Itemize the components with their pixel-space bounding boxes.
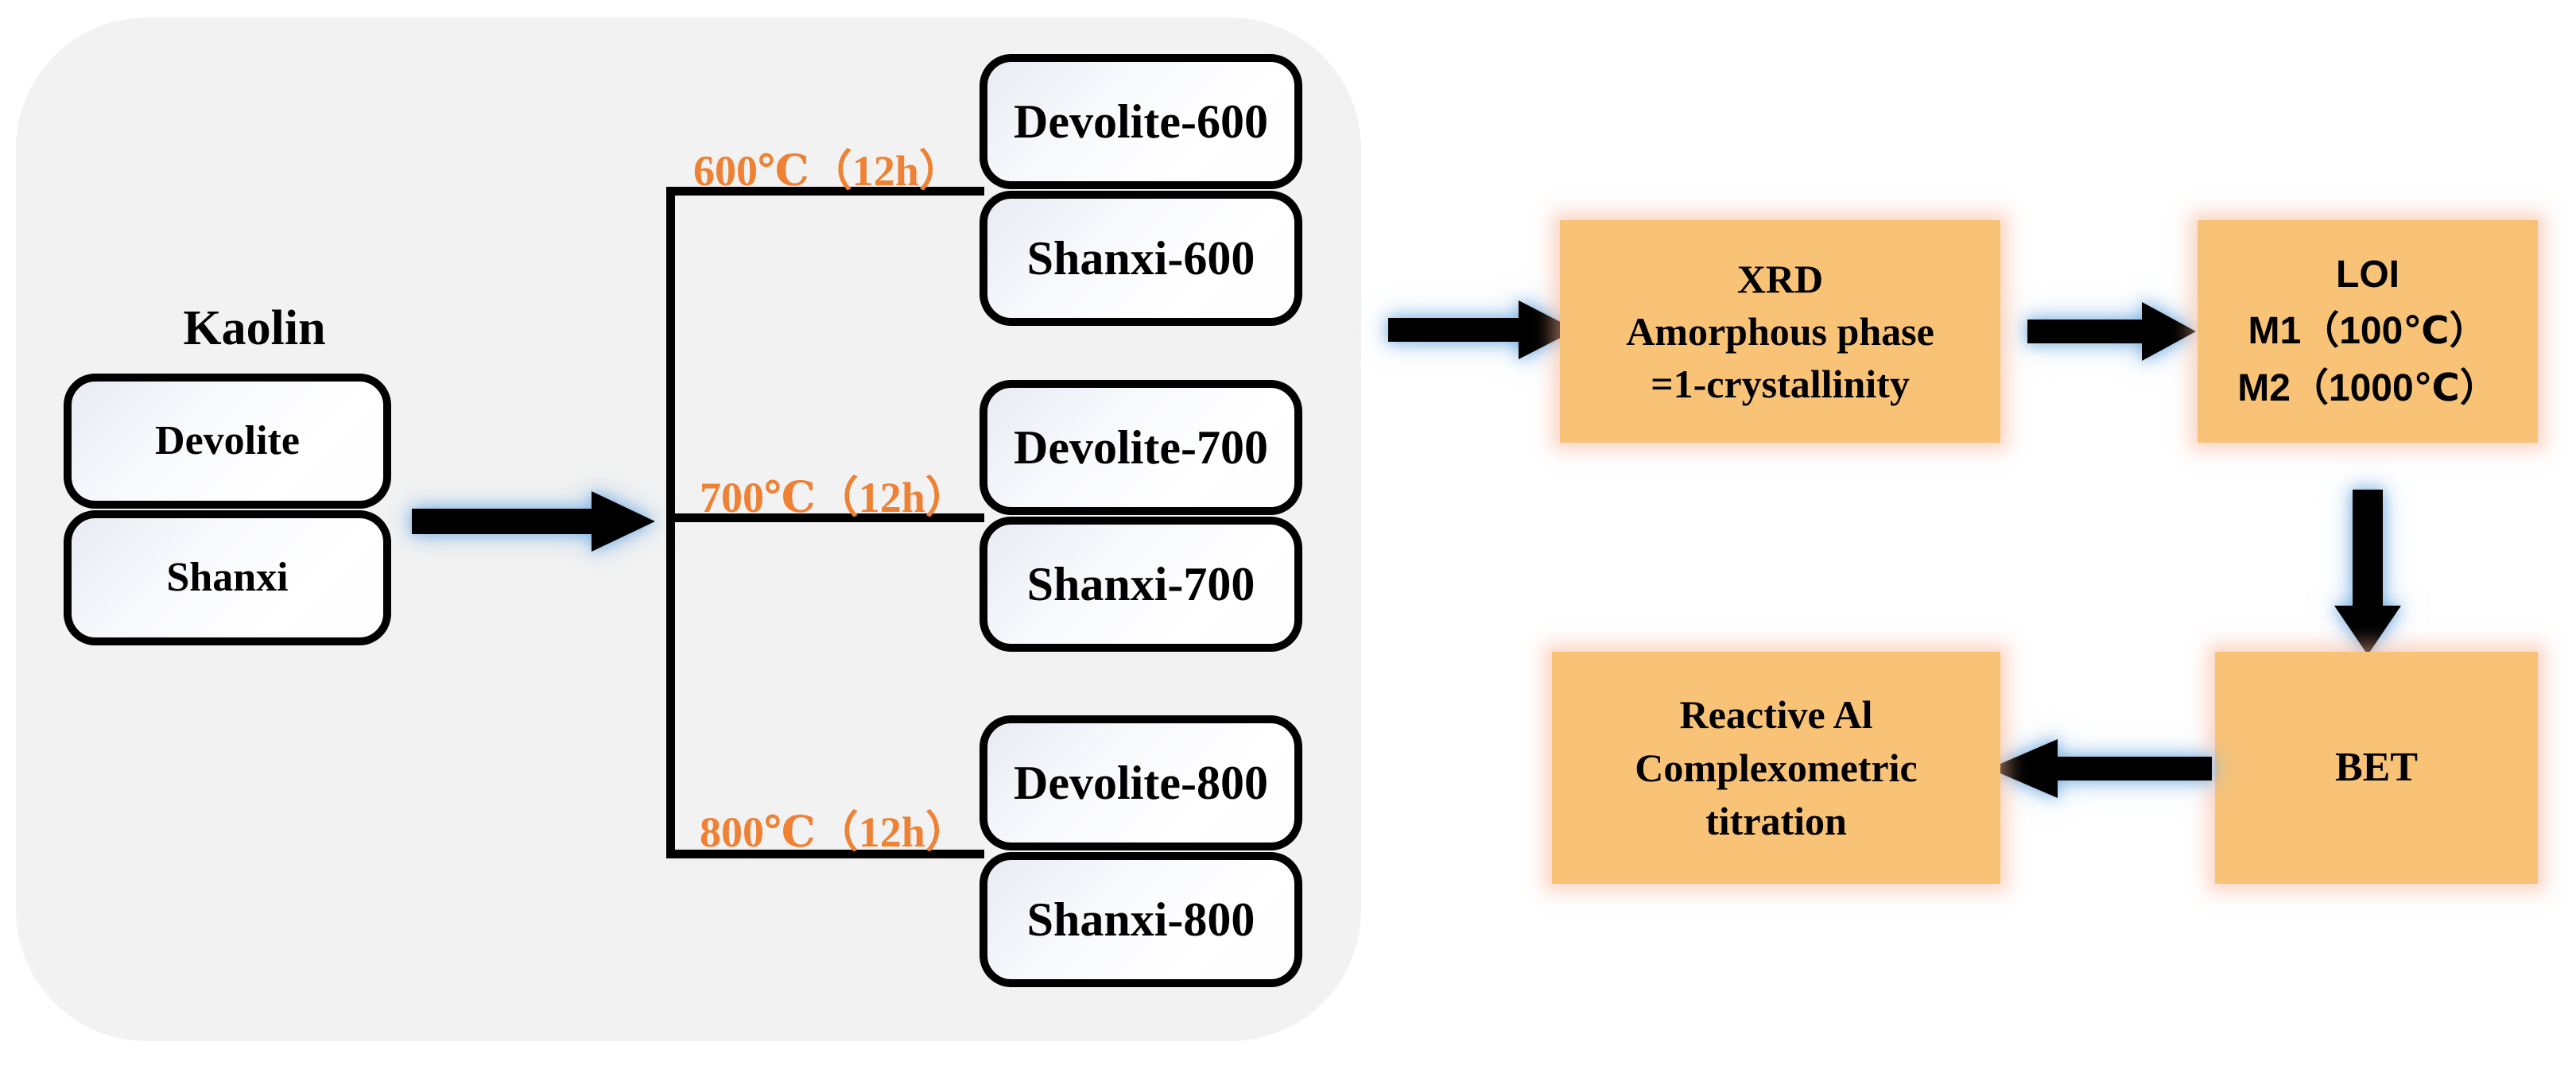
bracket-trunk-line bbox=[666, 187, 675, 858]
raw-material-shanxi-label: Shanxi bbox=[166, 554, 289, 600]
product-shanxi-800-label: Shanxi-800 bbox=[1026, 893, 1255, 946]
product-devolite-700-label: Devolite-700 bbox=[1014, 420, 1268, 474]
arrow-loi-to-bet-icon bbox=[2330, 486, 2406, 658]
arrow-raw-to-branches-icon bbox=[407, 483, 661, 560]
characterization-xrd-box[interactable]: XRD Amorphous phase =1-crystallinity bbox=[1560, 220, 2000, 443]
bracket-branch-700-line bbox=[666, 513, 984, 522]
arrow-samples-to-xrd-icon bbox=[1385, 294, 1581, 366]
product-shanxi-600-label: Shanxi-600 bbox=[1026, 231, 1255, 285]
loi-line-1: LOI bbox=[2336, 254, 2399, 296]
arrow-bet-to-reactive-al-icon bbox=[1984, 733, 2215, 804]
loi-line-2: M1（100℃） bbox=[2248, 310, 2488, 353]
bracket-branch-600-line bbox=[666, 187, 984, 196]
product-devolite-800-box[interactable]: Devolite-800 bbox=[980, 715, 1302, 850]
bet-line-1: BET bbox=[2334, 744, 2419, 790]
product-shanxi-700-box[interactable]: Shanxi-700 bbox=[980, 517, 1302, 652]
temperature-label-700: 700℃（12h） bbox=[700, 474, 968, 521]
product-devolite-700-box[interactable]: Devolite-700 bbox=[980, 380, 1302, 515]
raw-material-devolite-box[interactable]: Devolite bbox=[64, 374, 391, 509]
product-devolite-600-box[interactable]: Devolite-600 bbox=[980, 54, 1302, 189]
raw-material-devolite-label: Devolite bbox=[155, 417, 300, 463]
characterization-reactive-al-box[interactable]: Reactive Al Complexometric titration bbox=[1552, 652, 2000, 884]
reactive-al-line-1: Reactive Al bbox=[1679, 691, 1873, 737]
xrd-line-1: XRD bbox=[1736, 257, 1824, 301]
characterization-loi-box[interactable]: LOI M1（100℃） M2（1000℃） bbox=[2198, 220, 2538, 443]
raw-material-shanxi-box[interactable]: Shanxi bbox=[64, 510, 391, 645]
bracket-branch-800-line bbox=[666, 850, 984, 858]
arrow-xrd-to-loi-icon bbox=[2024, 296, 2201, 367]
product-devolite-800-label: Devolite-800 bbox=[1014, 756, 1268, 809]
product-devolite-600-label: Devolite-600 bbox=[1014, 95, 1268, 148]
characterization-bet-box[interactable]: BET bbox=[2215, 652, 2538, 884]
xrd-line-3: =1-crystallinity bbox=[1651, 362, 1910, 406]
reactive-al-line-3: titration bbox=[1705, 798, 1847, 843]
xrd-line-2: Amorphous phase bbox=[1626, 309, 1934, 354]
reactive-al-line-2: Complexometric bbox=[1635, 745, 1918, 790]
temperature-label-600: 600℃（12h） bbox=[693, 147, 962, 195]
temperature-label-800: 800℃（12h） bbox=[700, 808, 968, 856]
product-shanxi-600-box[interactable]: Shanxi-600 bbox=[980, 191, 1302, 326]
loi-line-3: M2（1000℃） bbox=[2237, 366, 2498, 409]
kaolin-group-title: Kaolin bbox=[183, 301, 326, 355]
product-shanxi-800-box[interactable]: Shanxi-800 bbox=[980, 852, 1302, 987]
product-shanxi-700-label: Shanxi-700 bbox=[1026, 557, 1255, 610]
